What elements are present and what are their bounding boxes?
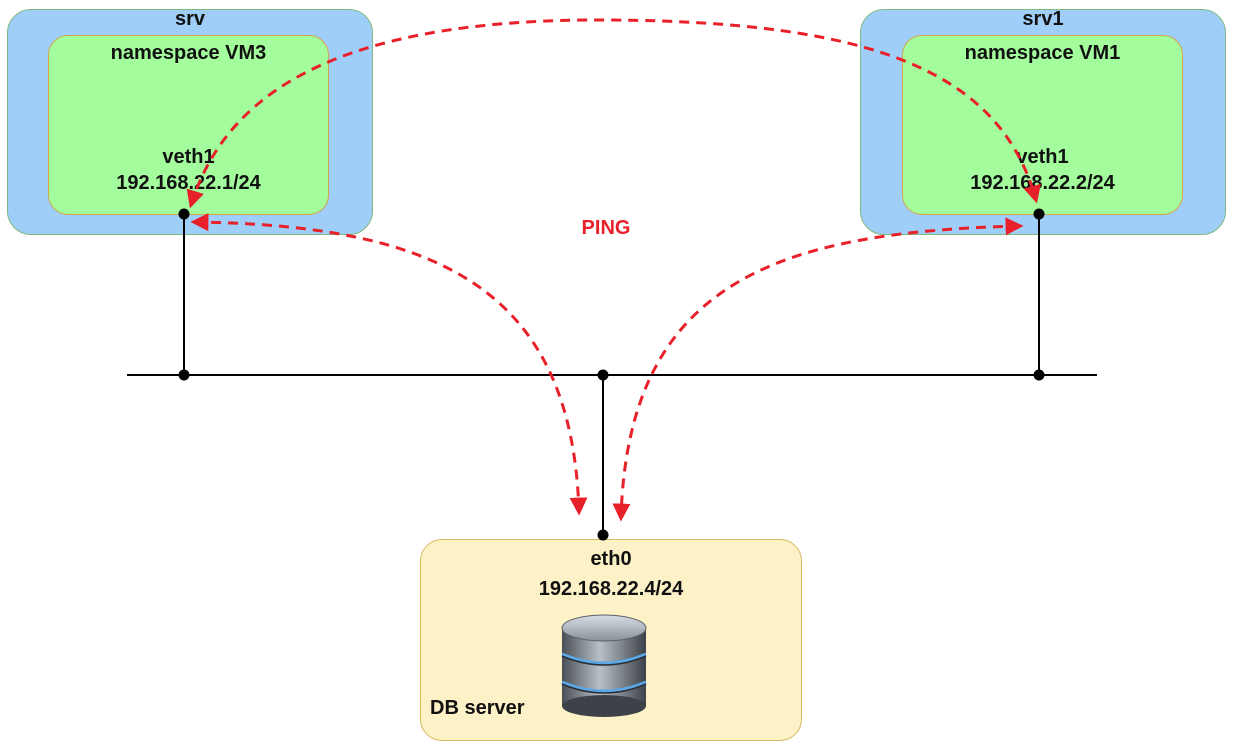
database-icon [561,614,647,717]
veth1-left-label: veth1 [162,146,215,168]
eth0-ip: 192.168.22.4/24 [538,578,684,600]
namespace-vm1 [902,35,1183,215]
bus-junction-right [1033,369,1045,381]
veth1-left-port [178,208,190,220]
bus-junction-left [178,369,190,381]
veth1-right-port [1033,208,1045,220]
namespace-vm3-label: namespace VM3 [110,42,267,64]
ping-arrow-vm3-vm1 [186,18,1041,209]
host-srv1-title: srv1 [1022,8,1064,30]
namespace-vm1-label: namespace VM1 [964,42,1121,64]
ping-arrow-vm3-db [190,213,588,516]
eth0-label: eth0 [590,548,632,570]
eth0-port [597,529,609,541]
veth1-right-label: veth1 [1016,146,1069,168]
db-server-label: DB server [430,697,525,719]
bus-junction-center [597,369,609,381]
host-srv-title: srv [174,8,206,30]
ping-arrow-vm1-db [612,217,1024,522]
